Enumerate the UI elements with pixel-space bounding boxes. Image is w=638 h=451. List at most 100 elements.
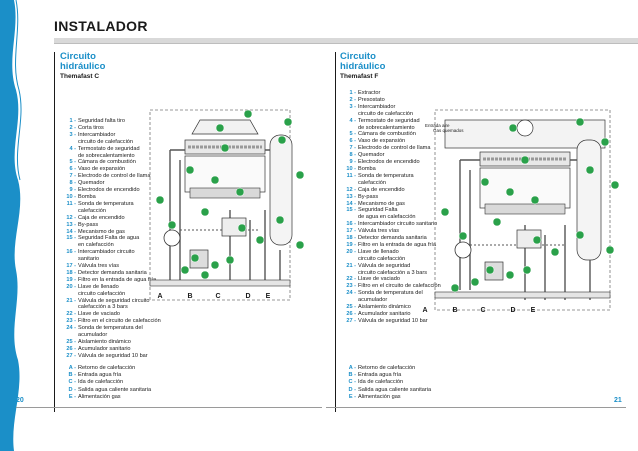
legend-item-number: 15 - bbox=[346, 207, 356, 214]
legend-item-number: 18 - bbox=[346, 235, 356, 242]
legend-item: 23 -Filtro en el circuito de calefacción bbox=[338, 283, 493, 290]
legend-item-continuation: acumulador bbox=[358, 297, 388, 304]
legend-item: 2 -Corta tiros bbox=[58, 125, 208, 132]
connection-letter-e: E bbox=[531, 307, 536, 314]
legend-item-number: 22 - bbox=[66, 311, 76, 318]
legend-item-text: Presostato bbox=[358, 96, 385, 103]
connection-letter-c: C bbox=[215, 293, 220, 300]
legend-item: 1 -Extractor bbox=[338, 90, 493, 97]
legend-item-number: 20 - bbox=[66, 283, 76, 290]
legend-item-text: Detector demanda sanitaria bbox=[78, 269, 147, 276]
legend-item-text: Mecanismo de gas bbox=[358, 200, 405, 207]
legend-item: 2 -Presostato bbox=[338, 97, 493, 104]
right-section-header: Circuito hidráulico Themafast F bbox=[340, 52, 630, 81]
legend-item: D -Salida agua caliente sanitaria bbox=[58, 387, 152, 394]
legend-item-text: Ida de calefacción bbox=[78, 379, 124, 386]
legend-item: 12 -Caja de encendido bbox=[338, 187, 493, 194]
legend-item: 15 -Seguridad Falta de agua bbox=[58, 235, 208, 242]
legend-item: 12 -Caja de encendido bbox=[58, 215, 208, 222]
legend-item-text: Intercambiador circuito sanitario bbox=[358, 221, 438, 228]
legend-item-continuation: calefacción bbox=[358, 179, 386, 186]
legend-item: 11 -Sonda de temperatura bbox=[338, 173, 493, 180]
legend-item-continuation: circuito de calefacción bbox=[78, 138, 134, 145]
section-title: Circuito bbox=[60, 51, 96, 62]
legend-item-text: Filtro en la entrada de agua fría bbox=[358, 241, 437, 248]
legend-item-number: 25 - bbox=[66, 339, 76, 345]
legend-item-continuation: circuito calefacción bbox=[358, 255, 406, 262]
legend-item-continuation: calefacción bbox=[78, 207, 106, 214]
legend-item-text: Cámara de combustión bbox=[78, 159, 136, 166]
legend-item-number: D - bbox=[348, 386, 356, 393]
legend-item: 14 -Mecanismo de gas bbox=[338, 201, 493, 208]
legend-item-text: Electrodos de encendido bbox=[358, 159, 420, 166]
page-number-left: 20 bbox=[16, 397, 24, 404]
legend-item: 10 -Bomba bbox=[338, 166, 493, 173]
legend-item-text: Llave de vaciado bbox=[78, 311, 120, 318]
legend-item-text: Caja de encendido bbox=[358, 186, 405, 193]
legend-item: B -Entrada agua fría bbox=[338, 372, 431, 379]
legend-item-text: Válvula tres vías bbox=[78, 263, 120, 270]
legend-item-number: C - bbox=[68, 379, 76, 386]
legend-item-text: Ida de calefacción bbox=[358, 379, 404, 386]
legend-item-text: Llave de vaciado bbox=[358, 276, 400, 283]
legend-item-number: A - bbox=[68, 365, 76, 371]
connection-letter-e: E bbox=[266, 293, 271, 300]
legend-item-text: Termostato de seguridad bbox=[358, 117, 420, 124]
legend-item: 1 -Seguridad falta tiro bbox=[58, 118, 208, 125]
left-column-rule bbox=[54, 52, 55, 412]
legend-item-text: Salida agua caliente sanitaria bbox=[358, 386, 432, 393]
connection-letter-d: D bbox=[510, 307, 515, 314]
legend-item-number: 8 - bbox=[349, 152, 356, 159]
legend-item: 4 -Termostato de seguridad bbox=[338, 118, 493, 125]
legend-item-text: Retorno de calefacción bbox=[358, 365, 416, 371]
legend-item-number: 24 - bbox=[66, 325, 76, 332]
legend-item-number: 9 - bbox=[69, 187, 76, 194]
legend-item-number: 4 - bbox=[349, 117, 356, 124]
legend-item-text: Sonda de temperatura bbox=[78, 200, 134, 207]
legend-item: 21 -Válvula de seguridad bbox=[338, 263, 493, 270]
legend-item-text: Filtro en la entrada de agua fría bbox=[78, 276, 157, 283]
legend-item: 13 -By-pass bbox=[338, 194, 493, 201]
legend-item-number: 8 - bbox=[69, 180, 76, 187]
legend-item-number: E - bbox=[68, 393, 76, 400]
legend-item: 6 -Vaso de expansión bbox=[58, 166, 208, 173]
legend-item-text: Mecanismo de gas bbox=[78, 228, 125, 235]
legend-item-text: Termostato de seguridad bbox=[78, 145, 140, 152]
legend-item-number: 16 - bbox=[346, 221, 356, 228]
legend-item: 8 -Quemador bbox=[338, 152, 493, 159]
legend-item-text: Quemador bbox=[358, 152, 385, 159]
legend-item-text: Alimentación gas bbox=[358, 393, 401, 400]
left-section-header: Circuito hidráulico Themafast C bbox=[60, 51, 330, 81]
legend-item-continuation: en calefacción bbox=[78, 242, 114, 249]
legend-item: 21 -Válvula de seguridad circuito bbox=[58, 298, 208, 305]
legend-item-number: 25 - bbox=[346, 304, 356, 311]
gas-outlet-label: Gas quemados bbox=[433, 128, 464, 133]
legend-item-number: 2 - bbox=[349, 96, 356, 103]
legend-item: 17 -Válvula tres vías bbox=[338, 228, 493, 235]
legend-item-number: 4 - bbox=[69, 145, 76, 152]
legend-item-number: 16 - bbox=[66, 249, 76, 256]
legend-item: 5 -Cámara de combustión bbox=[58, 159, 208, 166]
legend-item-text: Electrodo de control de llama bbox=[78, 173, 151, 180]
legend-item-text: Caja de encendido bbox=[78, 214, 125, 221]
legend-item-text: Retorno de calefacción bbox=[78, 365, 136, 371]
legend-item-number: 1 - bbox=[349, 90, 356, 96]
legend-item-continuation: sanitario bbox=[78, 256, 100, 263]
legend-item-number: 14 - bbox=[66, 228, 76, 235]
legend-item: 5 -Cámara de combustión bbox=[338, 131, 493, 138]
legend-item-number: 15 - bbox=[66, 235, 76, 242]
connection-letter-a: A bbox=[422, 307, 427, 314]
legend-item-number: 7 - bbox=[349, 145, 356, 152]
legend-item: 20 -Llave de llenado bbox=[338, 249, 493, 256]
legend-item-text: Filtro en el circuito de calefacción bbox=[78, 318, 161, 325]
legend-item-number: 6 - bbox=[69, 166, 76, 173]
legend-item: 27 -Válvula de seguridad 10 bar bbox=[58, 353, 208, 360]
legend-item-text: Intercambiador bbox=[78, 131, 116, 138]
legend-item-text: Filtro en el circuito de calefacción bbox=[358, 283, 441, 290]
legend-item-number: 2 - bbox=[69, 124, 76, 131]
legend-item-number: 5 - bbox=[69, 159, 76, 166]
legend-item-text: Aislamiento dinámico bbox=[78, 339, 131, 345]
legend-item-text: Cámara de combustión bbox=[358, 131, 416, 138]
wave-decoration-icon bbox=[0, 0, 22, 451]
